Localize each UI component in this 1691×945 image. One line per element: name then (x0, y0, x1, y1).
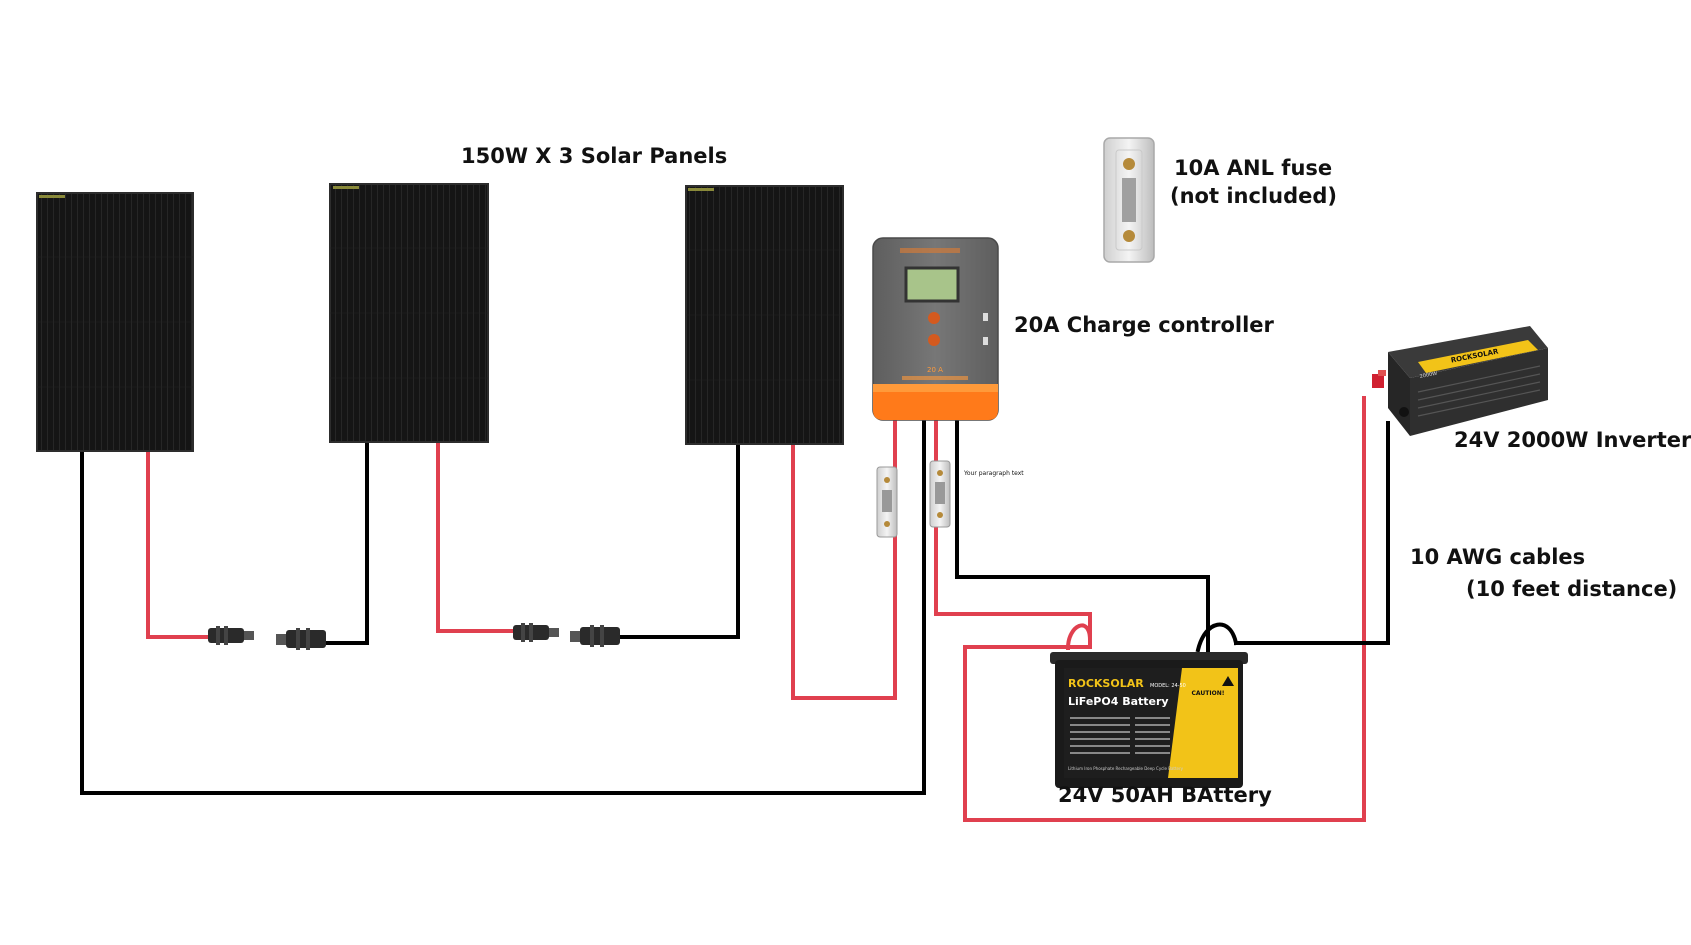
inverter-label: 24V 2000W Inverter (1454, 428, 1691, 452)
mc4-female-connector (570, 625, 620, 647)
solar-panel-1 (36, 192, 194, 452)
inverter-rating: 2000W (1419, 371, 1438, 380)
cable-label: 10 AWG cables (1410, 545, 1586, 569)
battery-to-inverter-negative-wire (1234, 421, 1390, 645)
battery-label: 24V 50AH BAttery (1058, 783, 1272, 807)
panel2-negative-wire (310, 439, 369, 645)
controller-badge: 20 A (927, 366, 943, 374)
anl-fuse-note: (not included) (1170, 184, 1337, 208)
solar-panels-label: 150W X 3 Solar Panels (461, 144, 728, 168)
battery-to-inverter-positive-wire (963, 396, 1366, 822)
mc4-female-connector (276, 628, 326, 650)
battery-negative-terminal-lead (1195, 622, 1239, 653)
warning-icon (1222, 676, 1234, 686)
mc4-male-connector (513, 623, 559, 642)
charge-controller: 20 A (872, 237, 999, 421)
wires (80, 396, 1390, 822)
panel2-positive-wire (436, 439, 515, 633)
battery-product: LiFePO4 Battery (1068, 695, 1169, 708)
inline-fuse-pv (876, 466, 898, 538)
battery-footer: Lithium Iron Phosphate Rechargeable Deep… (1068, 766, 1184, 771)
battery-brand: ROCKSOLAR (1068, 677, 1144, 690)
anl-fuse-icon (1103, 137, 1155, 263)
panel3-positive-wire (791, 419, 897, 700)
controller-button-icon (928, 334, 940, 346)
battery-model: MODEL: 24-50 (1150, 683, 1186, 689)
controller-to-battery-positive-wire (934, 419, 1092, 649)
controller-button-icon (928, 312, 940, 324)
controller-usb-port-icon (983, 313, 988, 321)
inverter-positive-terminal-icon (1372, 374, 1384, 388)
solar-panel-3 (685, 185, 844, 445)
controller-to-battery-negative-wire (955, 419, 1210, 652)
inverter: ROCKSOLAR 2000W (1372, 326, 1548, 436)
panel1-positive-wire (146, 445, 254, 639)
charge-controller-label: 20A Charge controller (1014, 313, 1274, 337)
placeholder-text: Your paragraph text (964, 470, 1024, 477)
battery-positive-terminal-lead (1065, 623, 1093, 651)
battery: ROCKSOLAR MODEL: 24-50 LiFePO4 Battery C… (1050, 652, 1248, 788)
mc4-connector-pair-2 (513, 623, 620, 647)
inverter-negative-terminal-icon (1399, 407, 1409, 417)
panel1-negative-wire (80, 419, 926, 795)
mc4-connector-pair-1 (208, 626, 326, 650)
controller-usb-port-icon (983, 337, 988, 345)
battery-caution: CAUTION! (1192, 690, 1225, 697)
solar-panel-2 (329, 183, 489, 443)
anl-fuse-label: 10A ANL fuse (1174, 156, 1333, 180)
cable-distance-label: (10 feet distance) (1466, 577, 1678, 601)
controller-lcd-screen (904, 266, 960, 303)
mc4-male-connector (208, 626, 254, 645)
panel3-negative-wire (618, 441, 740, 639)
inline-fuse-battery (929, 460, 951, 528)
